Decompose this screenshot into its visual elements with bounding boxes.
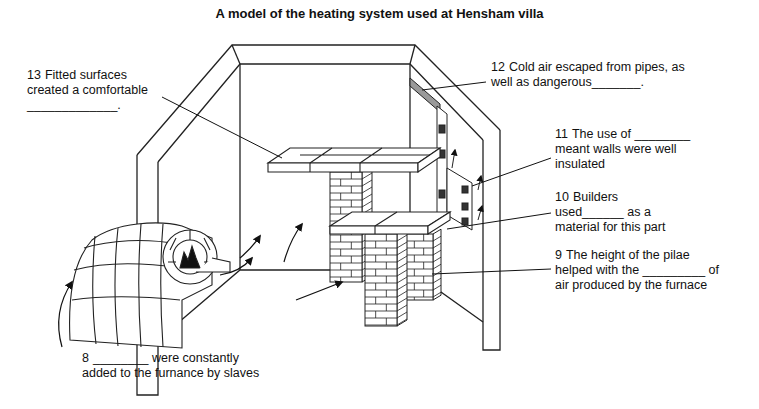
question-text: Builders used______ as a material for th… [555,190,665,234]
floor-slabs [428,212,450,234]
pilae-brick [405,234,441,300]
floor-slabs [300,148,430,163]
room-frame [239,64,240,270]
furnace [93,224,163,347]
room-frame [232,45,240,64]
floor-slabs [268,148,450,234]
hot-air-arrows [296,282,342,300]
leader-lines [162,97,282,158]
callout-label: 9The height of the pilae helped with the… [555,248,720,293]
wall-flue-pipes [478,206,482,220]
wall-flue-pipes [439,190,445,198]
hot-air-arrows [240,236,260,258]
diagram-title: A model of the heating system used at He… [0,6,759,22]
callout-number: 13 [27,68,41,82]
question-text: The use of ________ meant walls were wel… [555,127,690,171]
hot-air-arrows [220,258,252,275]
floor-slabs [268,163,418,172]
room-frame [410,45,415,64]
wall-flue-pipes [462,203,468,210]
leader-lines [447,213,551,229]
callout-label: 11The use of ________ meant walls were w… [555,127,705,172]
floor-slabs [310,163,360,172]
wall-flue-pipes [462,186,468,193]
room-frame [158,64,483,162]
floor-slabs [330,226,428,234]
question-text: Cold air escaped from pipes, as well as … [491,60,685,89]
wall-flue-pipes [447,168,472,230]
leader-lines [422,82,486,90]
pilae-brick [365,234,407,325]
wall-flue-pipes [410,78,440,112]
furnace [163,230,217,284]
callout-number: 12 [491,60,505,74]
callout-label: 12Cold air escaped from pipes, as well a… [491,60,706,90]
leader-lines [472,158,551,186]
callout-number: 9 [555,248,562,262]
callout-label: 10Builders used______ as a material for … [555,190,685,235]
wall-flue-pipes [452,150,455,168]
hot-air-arrows [59,282,72,347]
callout-number: 11 [555,127,568,141]
leader-lines [162,82,551,274]
furnace [180,246,200,268]
floor-slabs [418,148,440,172]
callout-number: 8 [82,351,89,365]
furnace [70,223,212,348]
callout-label: 13Fitted surfaces created a comfortable … [27,68,167,113]
callout-number: 10 [555,190,569,204]
furnace [196,258,230,272]
pilae-stacks [330,166,441,326]
floor-slabs [268,148,440,163]
room-frame [137,45,500,395]
wall-flue-pipes [437,106,447,222]
leader-lines [432,269,551,274]
floor-slabs [375,212,397,234]
callout-label: 8________ were constantly added to the f… [82,351,267,381]
hot-air-arrows [284,224,302,262]
question-text: Fitted surfaces created a comfortable __… [27,68,148,112]
room-frame [483,130,500,350]
question-text: The height of the pilae helped with the … [555,248,719,292]
wall-flue-pipes [439,125,445,133]
hot-air-arrows [59,224,342,347]
furnace [70,223,230,348]
wall-flue-pipes [462,218,468,225]
question-text: ________ were constantly added to the fu… [82,351,259,380]
